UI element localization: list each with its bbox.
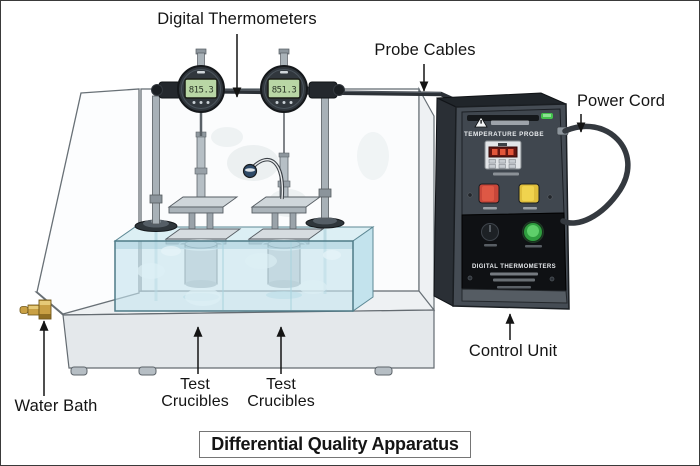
- label-test-crucibles-left: Test Crucibles: [155, 376, 235, 410]
- label-digital-thermometers: Digital Thermometers: [157, 10, 317, 28]
- green-indicator-led: [522, 221, 544, 243]
- label-power-cord: Power Cord: [576, 92, 666, 110]
- label-water-bath: Water Bath: [14, 397, 98, 415]
- base-foot: [138, 366, 157, 376]
- small-print-bar: [491, 120, 529, 125]
- base-foot: [374, 366, 393, 376]
- label-control-unit: Control Unit: [468, 342, 558, 360]
- warning-triangle-icon: [474, 116, 488, 128]
- enclosure-left-wing: [36, 88, 140, 315]
- annotation-arrows: [39, 34, 586, 396]
- small-print-bar: [493, 278, 535, 282]
- water-bath-front: [114, 240, 354, 312]
- vent-slot: [467, 115, 539, 121]
- display-module: [484, 140, 522, 170]
- digital-thermometer-right: 851.3: [260, 48, 308, 113]
- label-line: Test: [180, 376, 210, 393]
- screw-icon: [467, 192, 473, 198]
- small-print-bar: [493, 172, 519, 176]
- control-unit-box: TEMPERATURE PROBE: [433, 92, 570, 310]
- screw-icon: [467, 275, 473, 281]
- red-button: [478, 183, 500, 204]
- digital-thermometer-left: 815.3: [177, 48, 225, 136]
- small-print-bar: [497, 286, 531, 289]
- yellow-button: [518, 183, 540, 204]
- label-line: Test: [266, 376, 296, 393]
- power-cord-cable: [556, 123, 631, 226]
- lcd-screen: [267, 78, 301, 99]
- lower-panel-title: DIGITAL THERMOMETERS: [472, 264, 556, 270]
- screw-icon: [549, 276, 555, 282]
- small-print-bar: [525, 245, 542, 248]
- enclosure-right-face: [418, 86, 435, 312]
- power-knob-icon: [481, 223, 499, 241]
- screw-icon: [547, 194, 553, 200]
- drain-valve: [19, 299, 52, 320]
- label-probe-cables: Probe Cables: [374, 41, 476, 59]
- lcd-reading-right: 851.3: [272, 86, 297, 96]
- small-print-bar: [483, 207, 497, 210]
- label-line: Crucibles: [247, 393, 315, 410]
- lcd-reading-left: 815.3: [189, 86, 214, 96]
- small-print-bar: [490, 272, 538, 276]
- label-test-crucibles-right: Test Crucibles: [241, 376, 321, 410]
- small-print-bar: [523, 207, 537, 210]
- sensor-wire: [242, 157, 285, 200]
- diagram-title-box: Differential Quality Apparatus: [199, 431, 471, 458]
- lcd-screen: [184, 78, 218, 99]
- base-foot: [70, 366, 88, 376]
- label-line: Crucibles: [161, 393, 229, 410]
- panel-title: TEMPERATURE PROBE: [464, 131, 544, 138]
- small-print-bar: [484, 244, 497, 247]
